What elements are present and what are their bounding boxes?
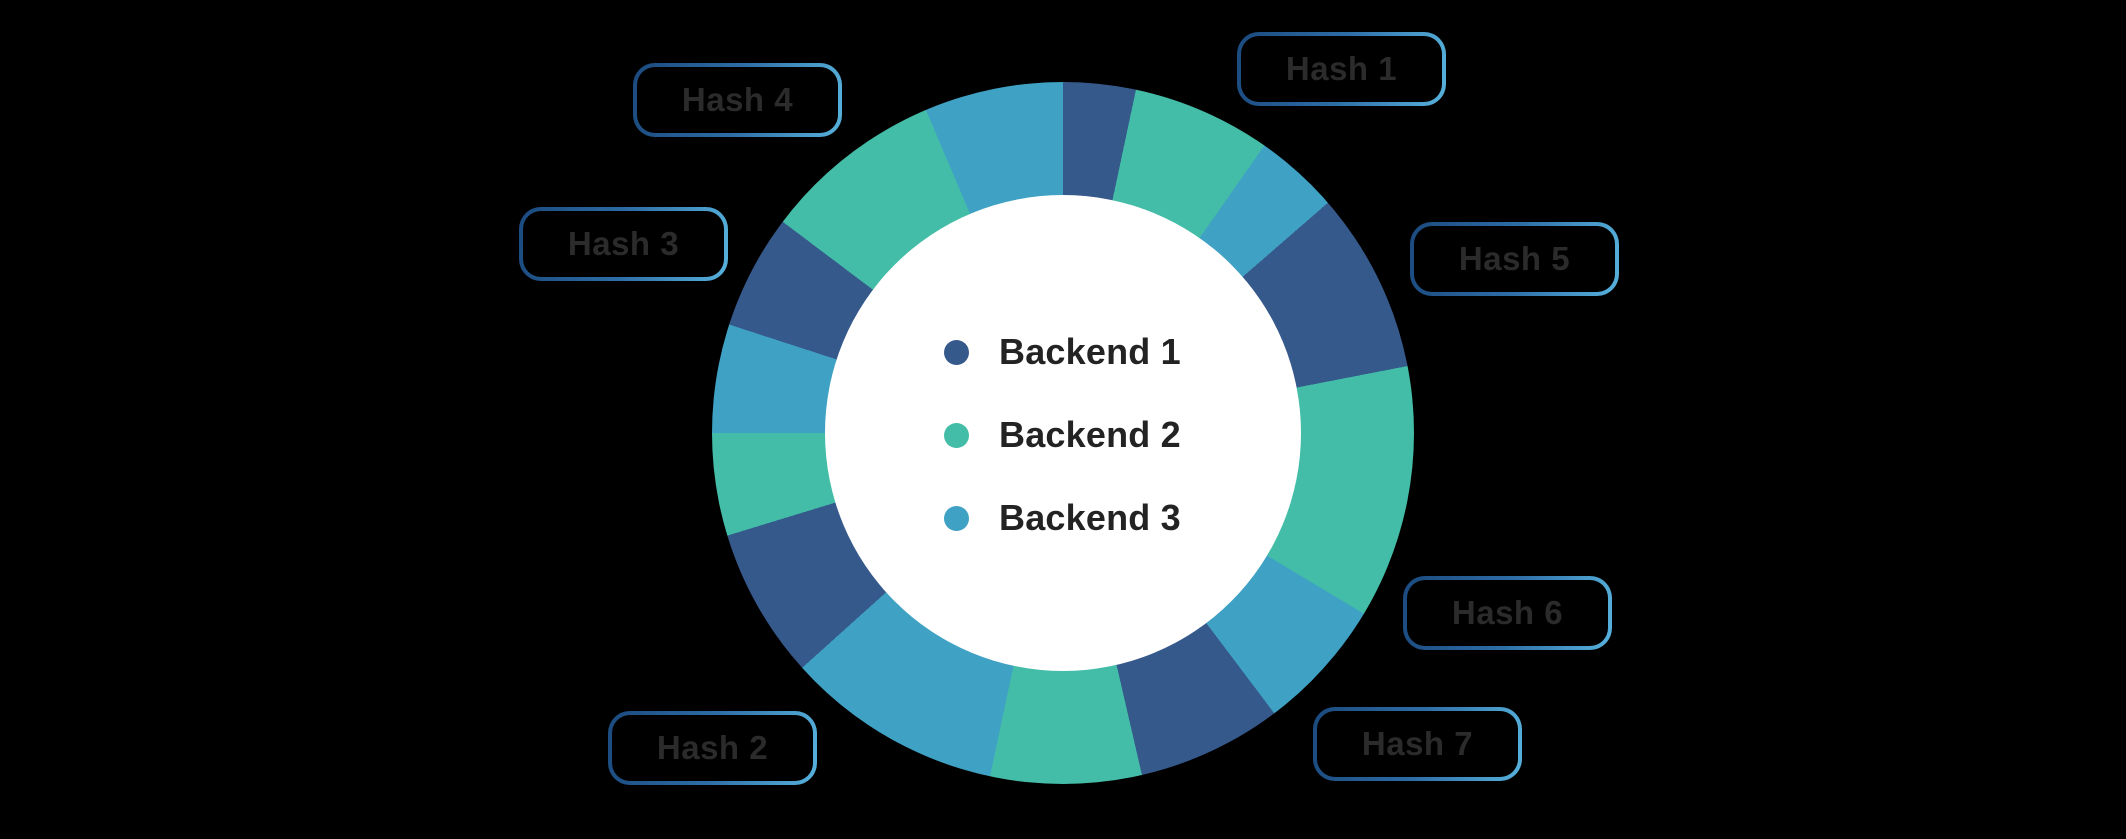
hash-label-text: Hash 4 (681, 81, 794, 118)
hash-label-box-inner: Hash 1 (1241, 36, 1442, 102)
hash-label-box-inner: Hash 3 (523, 211, 724, 277)
hash-label-box-inner: Hash 5 (1414, 226, 1615, 292)
legend-label: Backend 1 (999, 331, 1181, 372)
hash-label-box: Hash 5 (1410, 222, 1619, 296)
hash-label-box: Hash 6 (1403, 576, 1612, 650)
hash-label-box: Hash 4 (633, 63, 842, 137)
hash-label-box: Hash 1 (1237, 32, 1446, 106)
hash-label-text: Hash 6 (1451, 594, 1564, 631)
legend-label: Backend 3 (999, 497, 1181, 538)
legend: Backend 1 Backend 2 Backend 3 (944, 331, 1181, 539)
hash-label-text: Hash 1 (1285, 50, 1398, 87)
hash-label-box-inner: Hash 4 (637, 67, 838, 133)
legend-item: Backend 3 (944, 497, 1181, 539)
hash-label-box: Hash 7 (1313, 707, 1522, 781)
hash-label-text: Hash 2 (656, 729, 769, 766)
hash-label-box: Hash 3 (519, 207, 728, 281)
legend-color-dot (944, 505, 969, 531)
legend-item: Backend 2 (944, 414, 1181, 456)
hash-label-text: Hash 5 (1458, 240, 1571, 277)
legend-color-dot (944, 422, 969, 448)
hash-label-box-inner: Hash 2 (612, 715, 813, 781)
hash-label-text: Hash 7 (1361, 725, 1474, 762)
legend-item: Backend 1 (944, 331, 1181, 373)
hash-label-text: Hash 3 (567, 225, 680, 262)
legend-label: Backend 2 (999, 414, 1181, 455)
hash-label-box-inner: Hash 7 (1317, 711, 1518, 777)
hash-label-box-inner: Hash 6 (1407, 580, 1608, 646)
legend-color-dot (944, 339, 969, 365)
hash-label-box: Hash 2 (608, 711, 817, 785)
hash-ring-center (825, 195, 1301, 671)
